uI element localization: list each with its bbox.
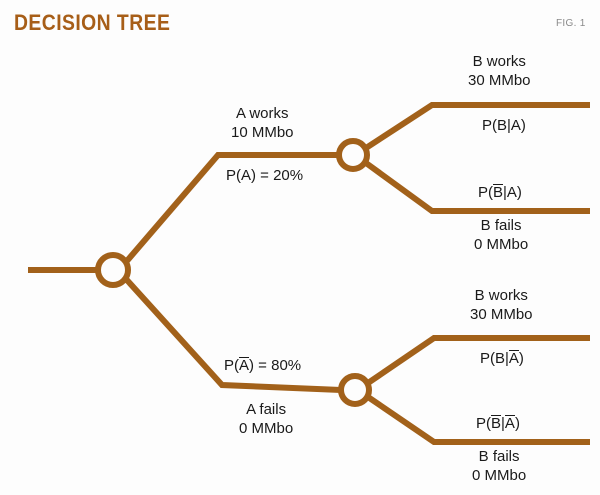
pbbar-abar-overbar-b: B — [491, 415, 502, 432]
label-probability-bbar-given-abar: P(B|A) — [476, 414, 520, 433]
figure-header: DECISION TREE FIG. 1 — [0, 0, 600, 44]
pbbar-a-close: |A) — [503, 184, 522, 201]
pabar-open: P( — [224, 357, 239, 374]
pbbar-abar-mid: | — [501, 415, 505, 432]
node-root[interactable] — [95, 252, 131, 288]
label-b-fails-upper-line2: 0 MMbo — [474, 236, 529, 253]
branch-b-fails-given-a — [364, 160, 590, 214]
label-b-fails-upper-line1: B fails — [480, 217, 522, 234]
label-probability-a: P(A) = 20% — [226, 166, 303, 185]
branch-b-works-given-a — [364, 102, 590, 151]
pabar-overbar-a: A — [239, 357, 250, 374]
label-b-fails-given-abar-outcome: B fails 0 MMbo — [472, 447, 526, 485]
label-a-works-outcome: A works 10 MMbo — [231, 104, 294, 142]
pbbar-a-overbar-b: B — [493, 184, 504, 201]
branch-a-works — [123, 152, 339, 264]
pbbar-a-open: P( — [478, 184, 493, 201]
label-probability-b-given-a: P(B|A) — [482, 116, 526, 135]
label-probability-bbar-given-a: P(B|A) — [478, 183, 522, 202]
node-a-works[interactable] — [336, 138, 370, 172]
label-b-works-given-abar-outcome: B works 30 MMbo — [470, 286, 533, 324]
figure-number-label: FIG. 1 — [556, 18, 586, 29]
label-a-works-line1: A works — [236, 105, 289, 122]
label-b-works-upper-line2: 30 MMbo — [468, 72, 531, 89]
label-a-works-line2: 10 MMbo — [231, 124, 294, 141]
branch-b-fails-given-abar — [366, 394, 590, 445]
branch-b-works-given-abar — [366, 335, 590, 386]
page-title: DECISION TREE — [14, 10, 171, 35]
label-b-works-lower-line2: 30 MMbo — [470, 306, 533, 323]
label-probability-a-text: P(A) = 20% — [226, 167, 304, 184]
pb-abar-close: ) — [518, 350, 524, 367]
label-b-fails-lower-line1: B fails — [478, 448, 520, 465]
label-probability-b-given-abar: P(B|A) — [480, 349, 524, 368]
pbbar-abar-open: P( — [476, 415, 491, 432]
label-a-fails-line2: 0 MMbo — [239, 420, 294, 437]
pb-abar-open: P(B| — [480, 350, 509, 367]
pb-abar-overbar-a: A — [508, 350, 519, 367]
pbbar-abar-overbar-a: A — [504, 415, 515, 432]
pabar-close: ) = 80% — [249, 357, 302, 374]
label-b-fails-given-a-outcome: B fails 0 MMbo — [474, 216, 528, 254]
label-b-works-lower-line1: B works — [474, 287, 528, 304]
pbbar-abar-close: ) — [514, 415, 520, 432]
label-a-fails-line1: A fails — [246, 401, 287, 418]
label-b-fails-lower-line2: 0 MMbo — [472, 467, 527, 484]
label-b-works-upper-line1: B works — [472, 53, 526, 70]
node-a-fails[interactable] — [338, 373, 372, 407]
label-probability-b-given-a-text: P(B|A) — [482, 117, 526, 134]
label-probability-abar: P(A) = 80% — [224, 356, 301, 375]
branch-a-fails — [123, 276, 342, 393]
label-a-fails-outcome: A fails 0 MMbo — [239, 400, 293, 438]
label-b-works-given-a-outcome: B works 30 MMbo — [468, 52, 531, 90]
